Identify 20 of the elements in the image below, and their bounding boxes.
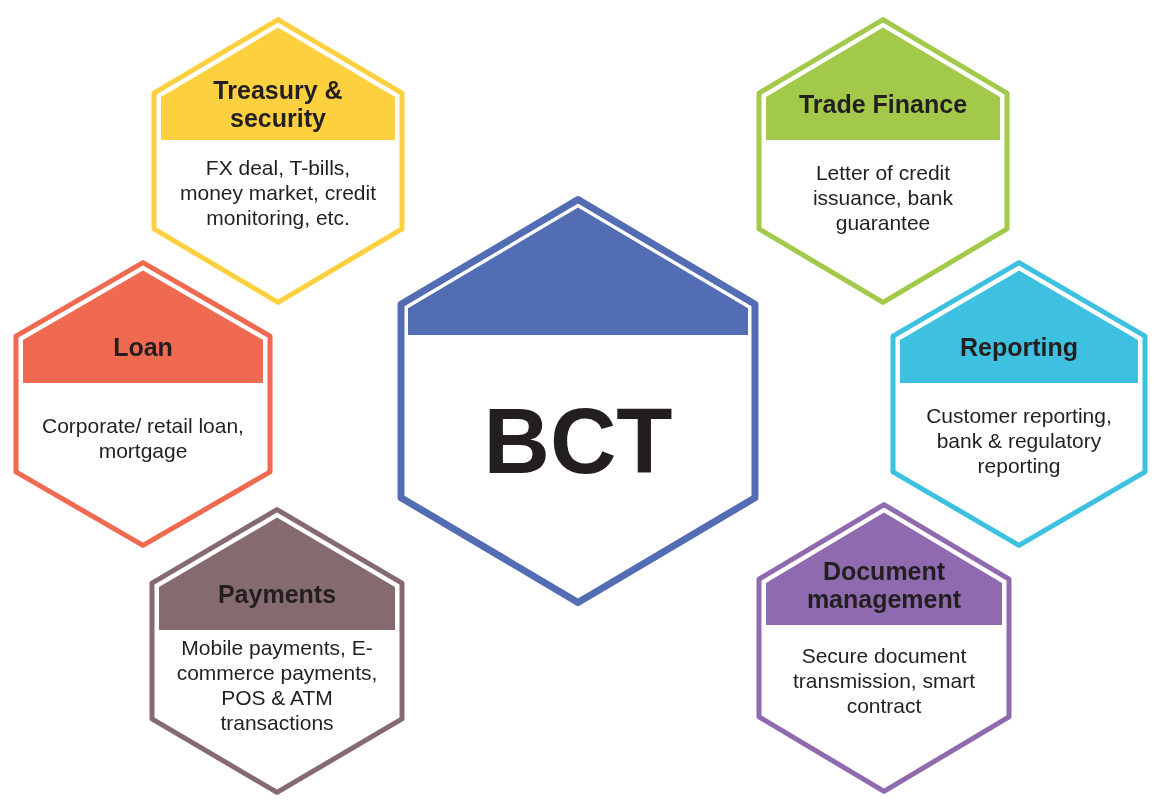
node-heading: Trade Finance <box>798 89 968 118</box>
hexagon-node <box>148 505 406 797</box>
node-heading: Reporting <box>959 332 1078 361</box>
hexagon-node <box>755 15 1011 307</box>
center-title: BCT <box>482 391 674 491</box>
hexagon-node <box>889 258 1149 550</box>
node-text: Letter of credit issuance, bank guarantee <box>811 160 955 235</box>
node-text: Customer reporting, bank & regulatory reporting <box>925 403 1113 478</box>
hexagon-node <box>12 258 274 550</box>
node-heading: Document management <box>805 557 963 613</box>
node-heading: Payments <box>217 579 337 608</box>
node-text: FX deal, T-bills, money market, credit monitoring, etc. <box>178 155 378 230</box>
hexagon-node <box>755 500 1013 796</box>
node-text: Mobile payments, E-commerce payments, POS & ATM transactions <box>175 635 379 735</box>
node-text: Corporate/ retail loan, mortgage <box>41 413 245 463</box>
hexagon-node <box>397 195 759 607</box>
node-text: Secure document transmission, smart contract <box>791 643 976 718</box>
node-heading: Loan <box>113 332 173 361</box>
hexagon-node <box>150 15 406 307</box>
node-heading: Treasury & security <box>212 75 344 132</box>
